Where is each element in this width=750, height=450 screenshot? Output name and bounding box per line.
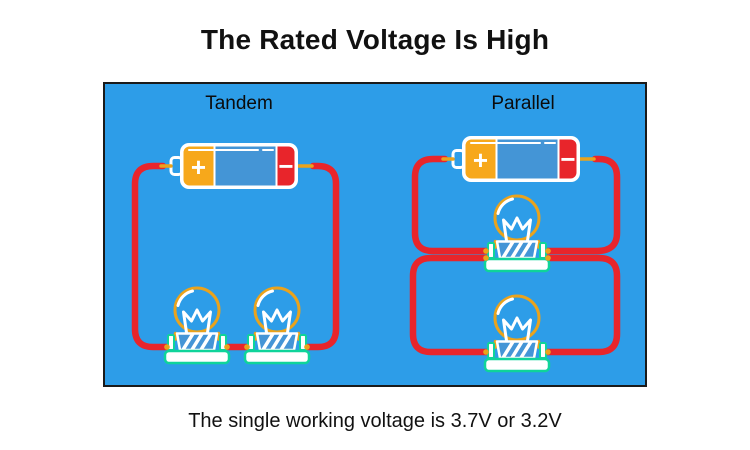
- wire-loop1-right: [542, 155, 621, 255]
- tandem-circuit: [131, 143, 340, 363]
- page-title: The Rated Voltage Is High: [200, 24, 550, 55]
- wire-loop2-left: [409, 254, 492, 356]
- wire-connector-dots: [483, 248, 551, 355]
- bottom-caption: The single working voltage is 3.7V or 3.…: [188, 410, 562, 432]
- wire-right: [301, 162, 340, 351]
- parallel-battery: [443, 136, 594, 182]
- parallel-circuit: [409, 136, 621, 371]
- tandem-bulb-2: [245, 288, 309, 363]
- wire-connector-dots: [164, 344, 310, 350]
- wire-loop2-right: [542, 254, 621, 356]
- wire-loop1-left: [411, 155, 492, 255]
- parallel-bulb-1: [485, 196, 549, 271]
- tandem-bulb-1: [165, 288, 229, 363]
- tandem-battery: [161, 143, 312, 189]
- parallel-label: Parallel: [491, 93, 555, 114]
- tandem-label: Tandem: [205, 93, 273, 114]
- circuits-drawing: + −: [131, 84, 621, 385]
- wire-left: [131, 162, 173, 351]
- diagram-panel: Tandem Parallel + −: [105, 84, 645, 385]
- parallel-bulb-2: [485, 296, 549, 371]
